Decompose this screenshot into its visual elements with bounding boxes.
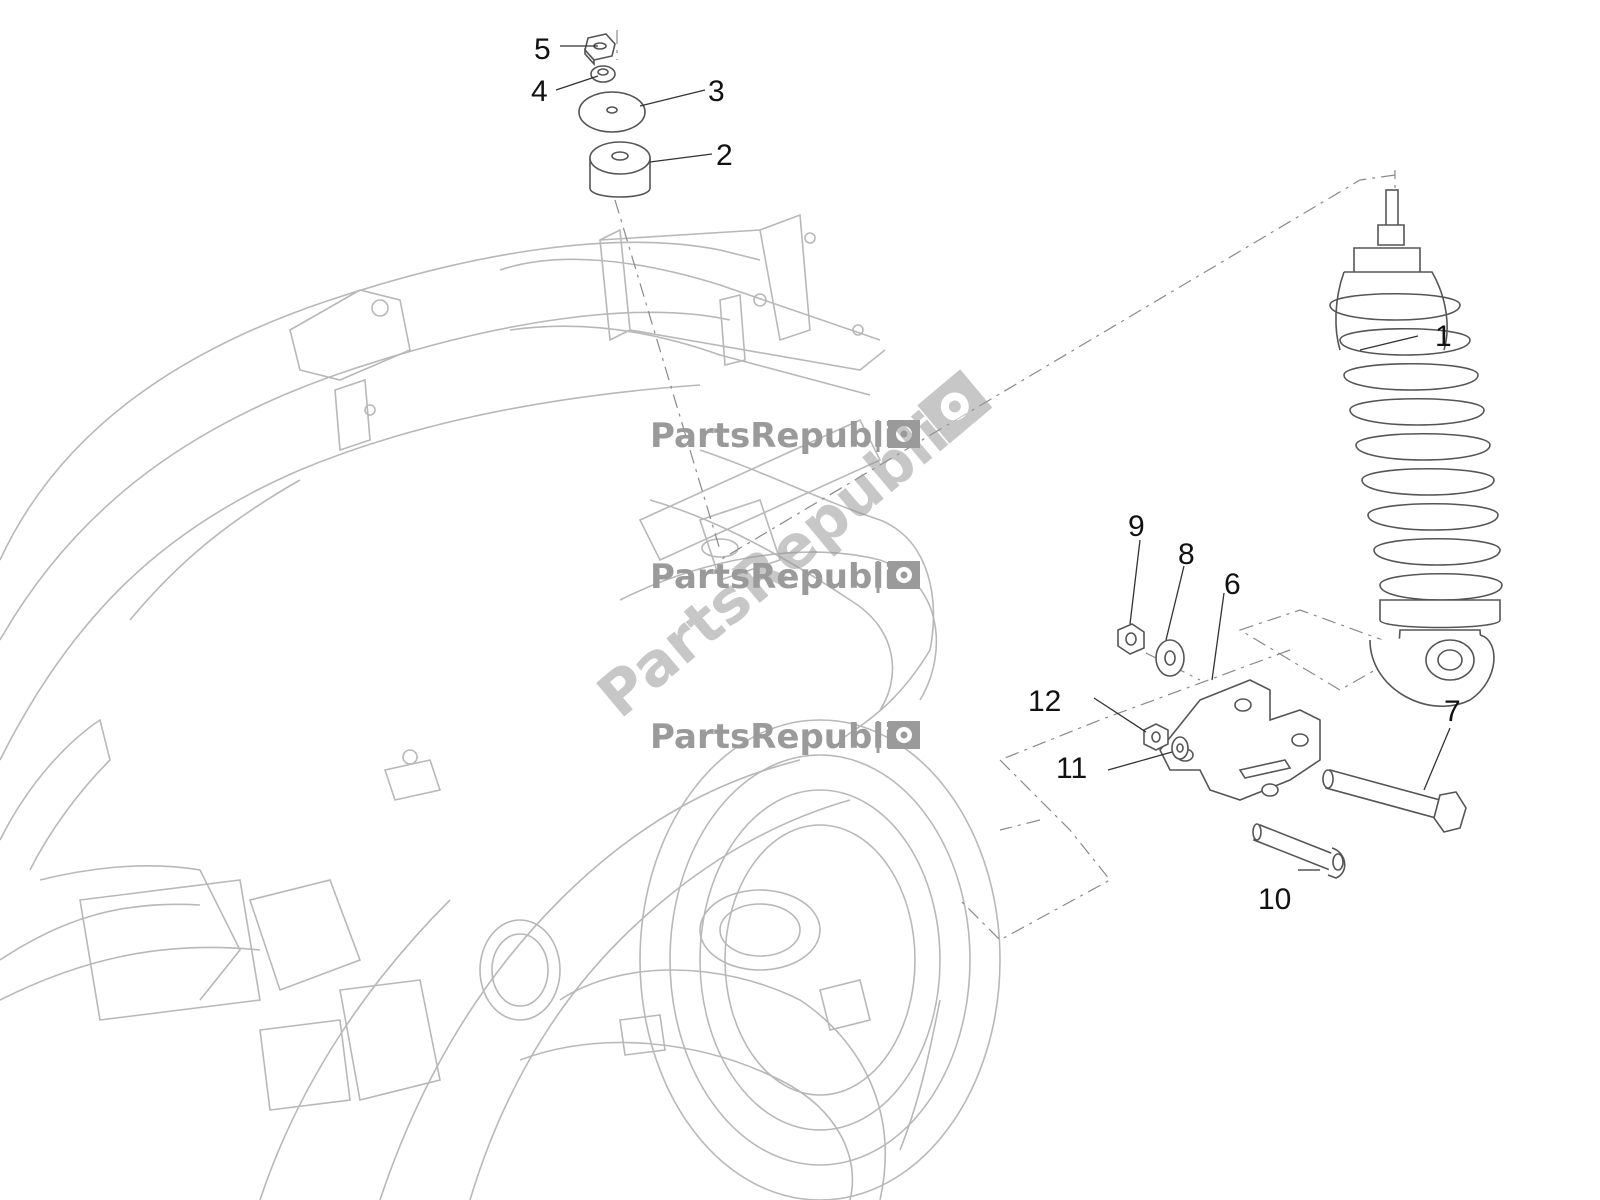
- callout-10: 10: [1258, 883, 1291, 916]
- rubber-bush-part-2: [589, 141, 651, 198]
- watermark-3: PartsRepublik: [650, 717, 920, 757]
- callout-5: 5: [534, 33, 551, 66]
- callout-7: 7: [1444, 695, 1461, 728]
- gear-flag-icon: [888, 420, 920, 448]
- watermark-text: PartsRepublik: [650, 557, 920, 597]
- assembly-guide-lines: [614, 30, 1412, 941]
- watermark-1: PartsRepublik: [650, 416, 920, 456]
- watermark-text: PartsRepublik: [650, 717, 920, 757]
- nut-part-12: [1143, 723, 1169, 751]
- shock-absorber-part-1: [1329, 189, 1503, 708]
- callout-12: 12: [1028, 685, 1061, 718]
- callout-1: 1: [1435, 320, 1452, 353]
- gear-flag-icon: [888, 561, 920, 589]
- bolt-part-7: [1322, 769, 1467, 833]
- watermark-2: PartsRepublik: [650, 557, 920, 597]
- gear-flag-icon: [917, 369, 993, 444]
- scooter-frame-drawing: [0, 213, 1001, 1200]
- callout-11: 11: [1056, 752, 1087, 785]
- callout-leader-lines: [555, 45, 1451, 871]
- callout-numbers: 1 2 3 4 5 6 7 8 9 10 11 12: [531, 33, 1461, 916]
- washer-part-11: [1171, 736, 1189, 760]
- plate-washer-part-3: [578, 91, 646, 133]
- spring-coils: [1329, 293, 1503, 601]
- washer-part-8: [1155, 639, 1185, 677]
- gear-flag-icon: [888, 721, 920, 749]
- callout-3: 3: [708, 75, 725, 108]
- callout-6: 6: [1224, 568, 1241, 601]
- watermark-text: PartsRepublik: [650, 416, 920, 456]
- callout-8: 8: [1178, 538, 1195, 571]
- callout-9: 9: [1128, 510, 1145, 543]
- nut-part-9: [1117, 623, 1145, 655]
- nut-part-5: [584, 33, 616, 67]
- washer-part-4: [590, 65, 616, 83]
- bolt-part-10: [1252, 823, 1346, 879]
- callout-2: 2: [716, 139, 733, 172]
- callout-4: 4: [531, 75, 548, 108]
